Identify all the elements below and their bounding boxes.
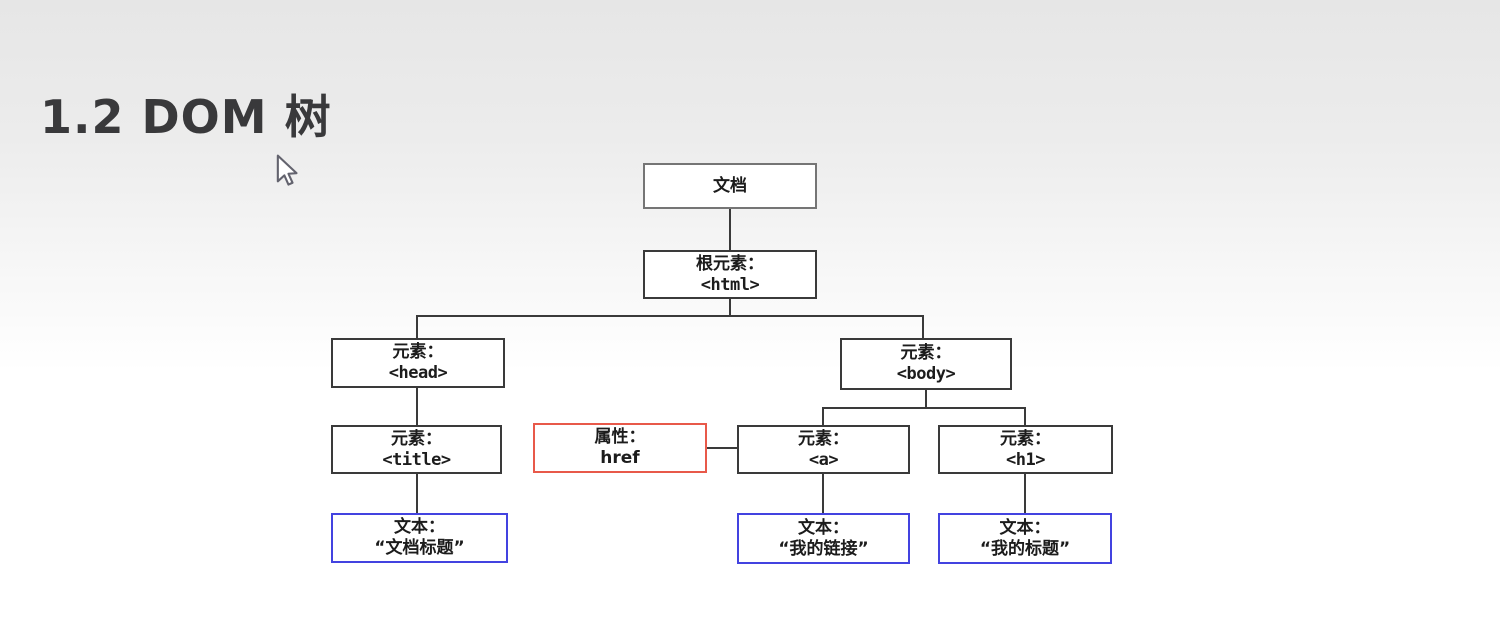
node-text-doc-title: 文本： “文档标题” bbox=[331, 513, 508, 563]
connector-a-drop bbox=[822, 409, 824, 425]
node-body-label: 元素： bbox=[900, 343, 952, 363]
node-text-my-link: 文本： “我的链接” bbox=[737, 513, 910, 564]
node-document-label: 文档 bbox=[713, 175, 747, 196]
connector-a-text bbox=[822, 474, 824, 513]
connector-h1-text bbox=[1024, 474, 1026, 513]
node-text-doc-title-label: 文本： bbox=[394, 517, 445, 537]
connector-document-html bbox=[729, 209, 731, 250]
connector-title-text bbox=[416, 474, 418, 513]
page-title: 1.2 DOM 树 bbox=[40, 89, 332, 144]
node-head-tag: <head> bbox=[388, 363, 448, 383]
node-element-title: 元素： <title> bbox=[331, 425, 502, 474]
node-element-h1: 元素： <h1> bbox=[938, 425, 1113, 474]
connector-h1-drop bbox=[1024, 409, 1026, 425]
connector-attr-a bbox=[707, 447, 737, 449]
node-html-label: 根元素： bbox=[696, 253, 764, 274]
connector-head-title bbox=[416, 388, 418, 425]
connector-body-drop bbox=[922, 317, 924, 338]
node-text-my-title-value: “我的标题” bbox=[979, 538, 1071, 559]
node-root-element-html: 根元素： <html> bbox=[643, 250, 817, 299]
node-attr-value: href bbox=[600, 448, 640, 468]
node-text-my-link-value: “我的链接” bbox=[778, 538, 869, 559]
node-text-doc-title-value: “文档标题” bbox=[374, 538, 465, 558]
connector-body-down bbox=[925, 390, 927, 407]
node-attribute-href: 属性： href bbox=[533, 423, 707, 473]
node-attr-label: 属性： bbox=[594, 427, 646, 447]
mouse-cursor-icon bbox=[276, 154, 298, 186]
node-a-label: 元素： bbox=[798, 428, 849, 449]
node-document: 文档 bbox=[643, 163, 817, 209]
node-element-a: 元素： <a> bbox=[737, 425, 910, 474]
connector-html-branch bbox=[416, 315, 924, 317]
node-text-my-link-label: 文本： bbox=[798, 517, 849, 538]
node-h1-label: 元素： bbox=[1000, 428, 1051, 449]
node-title-label: 元素： bbox=[391, 428, 442, 449]
connector-body-branch bbox=[822, 407, 1026, 409]
node-head-label: 元素： bbox=[392, 342, 444, 362]
connector-html-down bbox=[729, 299, 731, 316]
node-a-tag: <a> bbox=[808, 449, 839, 470]
node-text-my-title: 文本： “我的标题” bbox=[938, 513, 1112, 564]
node-text-my-title-label: 文本： bbox=[999, 517, 1051, 538]
node-element-body: 元素： <body> bbox=[840, 338, 1012, 390]
node-title-tag: <title> bbox=[382, 449, 451, 470]
node-body-tag: <body> bbox=[896, 364, 956, 384]
node-element-head: 元素： <head> bbox=[331, 338, 505, 388]
node-html-tag: <html> bbox=[700, 274, 760, 295]
node-h1-tag: <h1> bbox=[1006, 449, 1045, 470]
connector-head-drop bbox=[416, 317, 418, 338]
